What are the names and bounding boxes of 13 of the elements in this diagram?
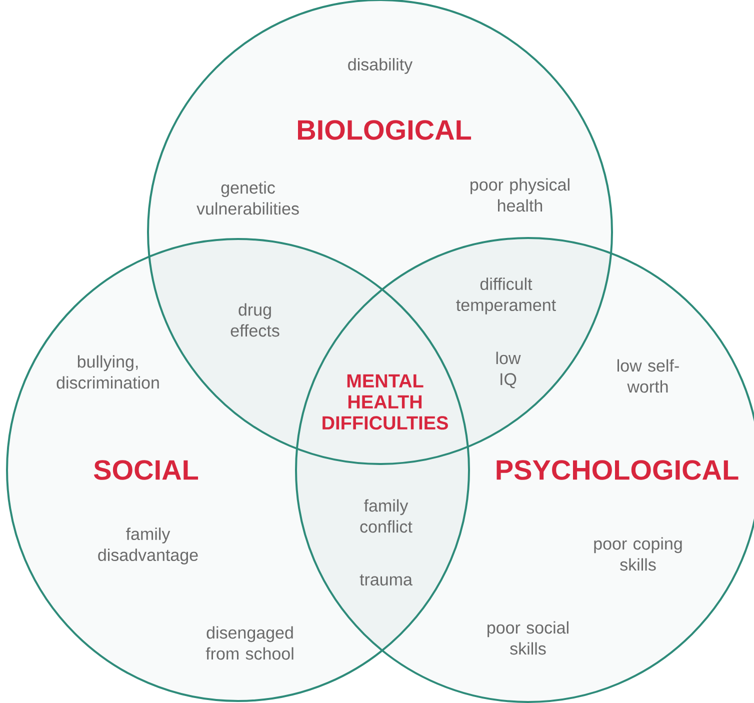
factor-label: poor physical health bbox=[470, 178, 570, 212]
center-label: MENTAL HEALTH DIFFICULTIES bbox=[322, 374, 448, 430]
factor-label: poor coping skills bbox=[594, 537, 682, 571]
factor-label: family disadvantage bbox=[98, 528, 198, 564]
factor-label: disability bbox=[348, 58, 413, 74]
factor-label: disengaged from school bbox=[206, 626, 294, 660]
factor-label: low IQ bbox=[496, 352, 521, 388]
factor-label: trauma bbox=[360, 574, 412, 586]
factor-label: family conflict bbox=[360, 499, 412, 533]
factor-label: poor social skills bbox=[488, 621, 568, 655]
factor-label: low self-worth bbox=[618, 359, 679, 393]
factor-label: genetic vulnerabilities bbox=[196, 181, 299, 215]
factor-label: drug effects bbox=[230, 303, 280, 337]
